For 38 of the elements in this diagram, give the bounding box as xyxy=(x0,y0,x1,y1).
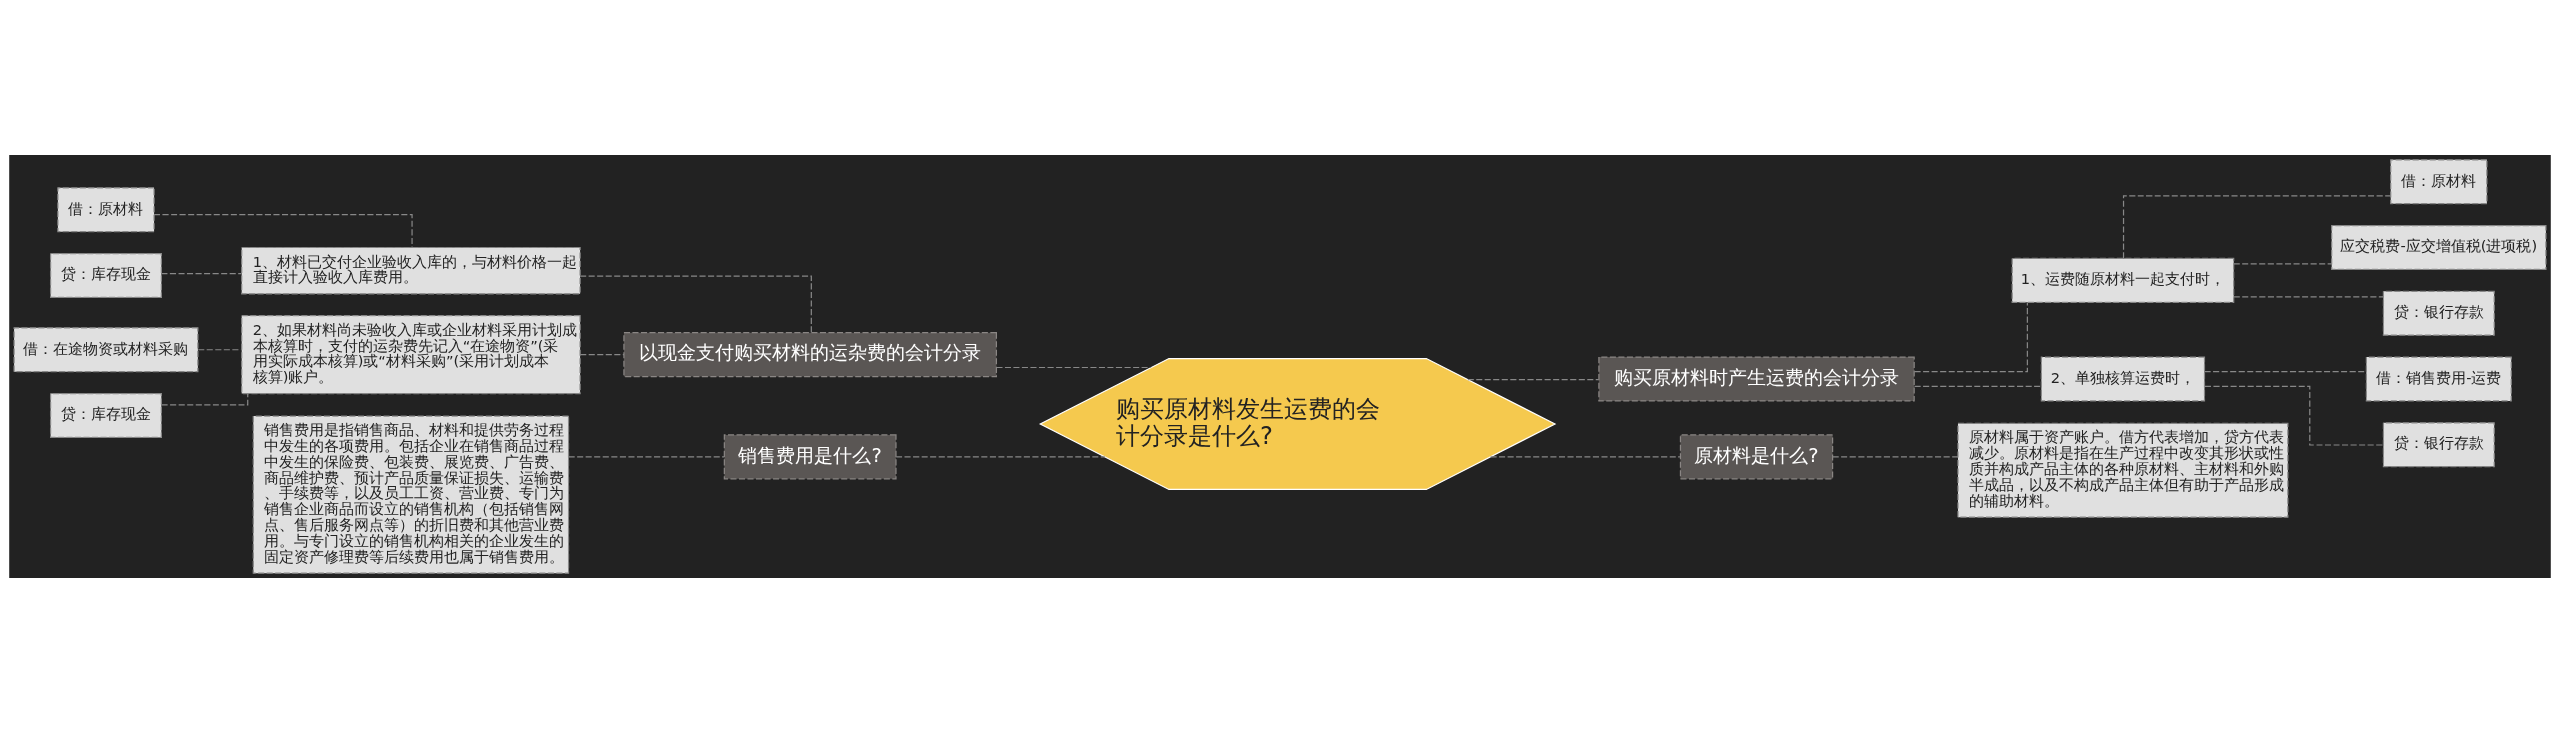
node-box: 2、如果材料尚未验收入库或企业材料采用计划成本核算时，支付的运杂费先记入“在途物资”(采用实际成本核算)或“材料采购”(采用计划成本核算)账户。 xyxy=(241,314,581,394)
connector xyxy=(995,366,1152,368)
connector xyxy=(1467,378,1600,380)
node-box: 贷：银行存款 xyxy=(2382,421,2495,467)
node-box: 借：原材料 xyxy=(57,186,155,232)
node-box: 以现金支付购买材料的运杂费的会计分录 xyxy=(623,331,997,377)
connector xyxy=(153,213,413,248)
node-box: 原材料属于资产账户。借方代表增加，贷方代表减少。原材料是指在生产过程中改变其形状或性质并构成产品主体的各种原材料、主材料和外购半成品，以及不构成产品主体但有助于产品形成的辅助材料。 xyxy=(1957,422,2289,518)
connector xyxy=(2233,295,2384,297)
connector xyxy=(2233,262,2332,265)
node-box: 应交税费-应交增值税(进项税) xyxy=(2331,224,2547,270)
node-box: 借：销售费用-运费 xyxy=(2365,355,2512,401)
node-box: 购买原材料时产生运费的会计分录 xyxy=(1598,355,1915,401)
connector xyxy=(197,348,243,350)
connector xyxy=(1913,301,2028,372)
node-box: 贷：库存现金 xyxy=(50,252,162,298)
connector xyxy=(1832,455,1959,457)
node-box: 原材料是什么? xyxy=(1679,433,1834,479)
node-box: 贷：银行存款 xyxy=(2382,290,2495,336)
connector xyxy=(161,392,249,405)
connector xyxy=(2204,385,2384,446)
connector xyxy=(1913,385,2042,387)
connector xyxy=(579,353,625,355)
connector xyxy=(579,275,812,333)
node-box: 贷：库存现金 xyxy=(50,392,162,438)
node-box: 1、运费随原材料一起支付时， xyxy=(2011,257,2235,303)
node-box: 借：原材料 xyxy=(2390,158,2488,204)
connector xyxy=(2122,194,2392,259)
node-box: 销售费用是指销售商品、材料和提供劳务过程中发生的各项费用。包括企业在销售商品过程中发生的保险费、包装费、展览费、广告费、商品维护费、预计产品质量保证损失、运输费、手续费等，以及员工工资、营业费、专门为销售企业商品而设立的销售机构（包括销售网点、售后服务网点等）的折旧费和其他营业费用。与专门设立的销售机构相关的企业发生的固定资产修理费等后续费用也属于销售费用。 xyxy=(252,415,570,574)
connector xyxy=(568,455,725,457)
connector xyxy=(2204,370,2367,372)
connector xyxy=(160,272,243,274)
connector xyxy=(895,455,1106,457)
node-box: 销售费用是什么? xyxy=(723,433,897,479)
connector xyxy=(1490,455,1681,457)
node-box: 2、单独核算运费时， xyxy=(2040,355,2206,401)
node-box: 1、材料已交付企业验收入库的，与材料价格一起直接计入验收入库费用。 xyxy=(241,246,581,294)
node-box: 借：在途物资或材料采购 xyxy=(13,326,199,372)
